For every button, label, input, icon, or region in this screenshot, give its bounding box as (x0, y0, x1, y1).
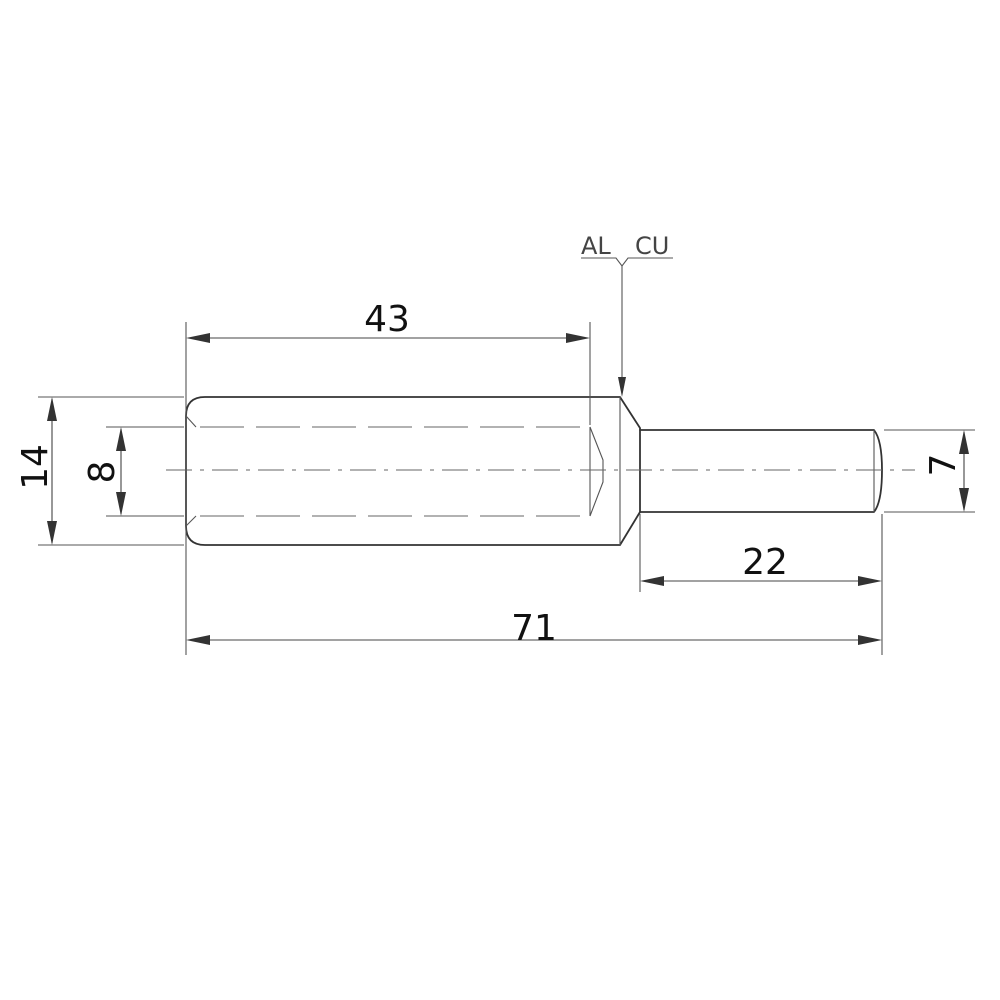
hidden-bore (185, 415, 604, 527)
arrowhead-7-bottom (959, 488, 969, 512)
dimension-bore-depth: 43 (186, 299, 590, 343)
dim-text-43: 43 (364, 299, 410, 340)
dimension-bore-diameter: 8 (82, 427, 126, 516)
arrowhead-22-left (640, 576, 664, 586)
extension-lines (38, 322, 975, 655)
arrowhead-43-right (566, 333, 590, 343)
bore-entry-chamfer-top (185, 415, 197, 428)
arrowhead-71-left (186, 635, 210, 645)
bore-drill-point (589, 426, 604, 517)
dim-text-8: 8 (82, 461, 123, 484)
arrowhead-14-bottom (47, 521, 57, 545)
dim-text-14: 14 (15, 444, 56, 490)
pin-outline (639, 429, 883, 513)
dim-text-22: 22 (742, 542, 788, 583)
dimension-pin-diameter: 7 (923, 430, 969, 512)
material-callout: AL CU (581, 232, 673, 397)
barrel-outline (185, 396, 641, 546)
dim-text-7: 7 (923, 454, 964, 477)
arrowhead-8-bottom (116, 492, 126, 516)
dimension-pin-length: 22 (640, 542, 882, 586)
arrowhead-43-left (186, 333, 210, 343)
material-label-cu: CU (635, 232, 669, 260)
arrowhead-14-top (47, 397, 57, 421)
dim-text-71: 71 (511, 608, 557, 649)
callout-arrowhead (618, 377, 626, 397)
arrowhead-22-right (858, 576, 882, 586)
bore-entry-chamfer-bottom (185, 515, 197, 527)
part-outline (185, 396, 883, 546)
arrowhead-71-right (858, 635, 882, 645)
arrowhead-8-top (116, 427, 126, 451)
arrowhead-7-top (959, 430, 969, 454)
material-label-al: AL (581, 232, 611, 260)
dimension-overall-length: 71 (186, 608, 882, 649)
dimension-barrel-diameter: 14 (15, 397, 57, 545)
